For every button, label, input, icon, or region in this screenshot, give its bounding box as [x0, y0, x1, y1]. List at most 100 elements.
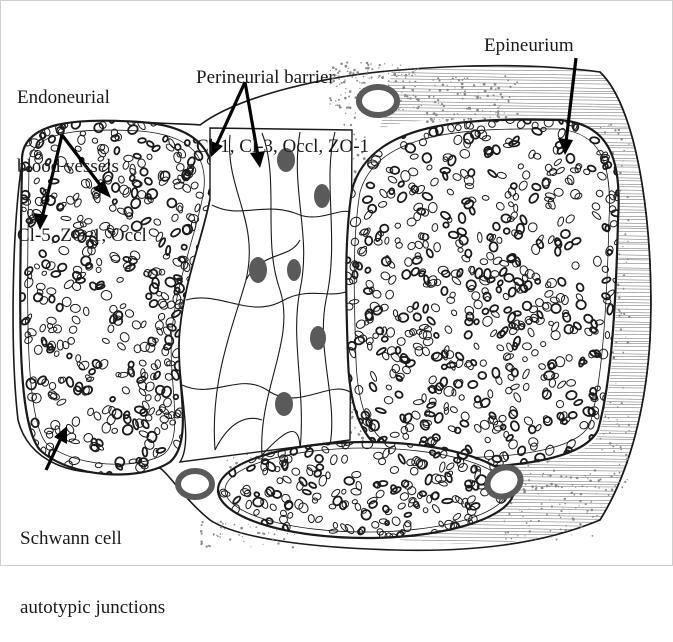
- stipple-dot: [378, 77, 379, 78]
- stipple-dot: [586, 486, 587, 487]
- stipple-dot: [482, 110, 483, 111]
- stipple-dot: [274, 533, 276, 535]
- stipple-dot: [621, 402, 623, 404]
- axon: [19, 448, 25, 455]
- stipple-dot: [596, 515, 598, 517]
- stipple-dot: [623, 313, 625, 315]
- stipple-dot: [529, 530, 531, 532]
- stipple-dot: [490, 87, 493, 90]
- stipple-dot: [414, 69, 416, 71]
- stipple-dot: [217, 535, 219, 537]
- stipple-dot: [437, 77, 439, 79]
- stipple-dot: [217, 522, 218, 523]
- stipple-dot: [457, 93, 459, 95]
- stipple-dot: [582, 485, 583, 486]
- stipple-dot: [587, 478, 588, 479]
- stipple-dot: [624, 233, 626, 235]
- stipple-dot: [456, 77, 457, 78]
- stipple-dot: [464, 78, 465, 79]
- stipple-dot: [525, 483, 527, 485]
- stipple-dot: [287, 533, 288, 534]
- stipple-dot: [535, 485, 536, 486]
- stipple-dot: [617, 292, 619, 294]
- stipple-dot: [354, 427, 356, 429]
- stipple-dot: [546, 514, 548, 516]
- stipple-dot: [211, 522, 212, 523]
- stipple-dot: [379, 64, 381, 66]
- stipple-dot: [497, 115, 499, 117]
- stipple-dot: [222, 534, 223, 535]
- stipple-dot: [614, 129, 616, 131]
- stipple-dot: [519, 510, 520, 511]
- stipple-dot: [438, 103, 439, 104]
- stipple-dot: [507, 79, 509, 81]
- stipple-dot: [580, 493, 583, 496]
- stipple-dot: [434, 101, 436, 103]
- stipple-dot: [529, 525, 530, 526]
- stipple-dot: [255, 526, 257, 528]
- stipple-dot: [617, 406, 619, 408]
- stipple-dot: [440, 121, 441, 122]
- stipple-dot: [213, 533, 215, 535]
- stipple-dot: [429, 89, 431, 91]
- stipple-dot: [397, 67, 399, 69]
- stipple-dot: [620, 448, 622, 450]
- stipple-dot: [504, 521, 505, 522]
- stipple-dot: [627, 196, 629, 198]
- stipple-dot: [623, 150, 625, 152]
- stipple-dot: [398, 108, 400, 110]
- stipple-dot: [235, 462, 238, 465]
- stipple-dot: [508, 101, 510, 103]
- stipple-dot: [242, 536, 243, 537]
- stipple-dot: [543, 473, 545, 475]
- stipple-dot: [240, 527, 243, 530]
- stipple-dot: [628, 416, 629, 417]
- stipple-dot: [476, 95, 479, 98]
- stipple-dot: [605, 415, 607, 417]
- stipple-dot: [618, 314, 620, 316]
- stipple-dot: [248, 524, 249, 525]
- stipple-dot: [413, 95, 415, 97]
- stipple-dot: [616, 419, 617, 420]
- stipple-dot: [450, 81, 451, 82]
- stipple-dot: [268, 532, 269, 533]
- stipple-dot: [620, 190, 621, 191]
- stipple-dot: [553, 470, 555, 472]
- stipple-dot: [447, 85, 449, 87]
- stipple-dot: [400, 100, 402, 102]
- stipple-dot: [233, 457, 234, 458]
- stipple-dot: [241, 532, 242, 533]
- stipple-dot: [262, 544, 263, 545]
- stipple-dot: [603, 433, 604, 434]
- stipple-dot: [587, 510, 589, 512]
- stipple-dot: [461, 82, 464, 85]
- stipple-dot: [580, 525, 582, 527]
- stipple-dot: [439, 119, 440, 120]
- stipple-dot: [589, 480, 592, 483]
- stipple-dot: [405, 77, 406, 78]
- stipple-dot: [414, 81, 416, 83]
- perineurial-barrier-label: Perineurial barrier Cl-1, Cl-3, Occl, ZO…: [196, 20, 369, 181]
- stipple-dot: [426, 112, 428, 114]
- stipple-dot: [497, 107, 499, 109]
- stipple-dot: [392, 65, 393, 66]
- stipple-dot: [427, 114, 428, 115]
- stipple-dot: [619, 472, 621, 474]
- stipple-dot: [596, 493, 597, 494]
- stipple-dot: [405, 74, 408, 77]
- stipple-dot: [569, 513, 570, 514]
- stipple-dot: [400, 65, 401, 66]
- stipple-dot: [250, 457, 251, 458]
- stipple-dot: [457, 113, 458, 114]
- stipple-dot: [474, 95, 476, 97]
- stipple-dot: [213, 535, 214, 536]
- stipple-dot: [595, 470, 597, 472]
- stipple-dot: [229, 538, 231, 540]
- stipple-dot: [388, 80, 390, 82]
- stipple-dot: [628, 316, 630, 318]
- stipple-dot: [560, 517, 562, 519]
- stipple-dot: [555, 485, 557, 487]
- stipple-dot: [495, 88, 497, 90]
- stipple-dot: [509, 86, 511, 88]
- stipple-dot: [398, 75, 399, 76]
